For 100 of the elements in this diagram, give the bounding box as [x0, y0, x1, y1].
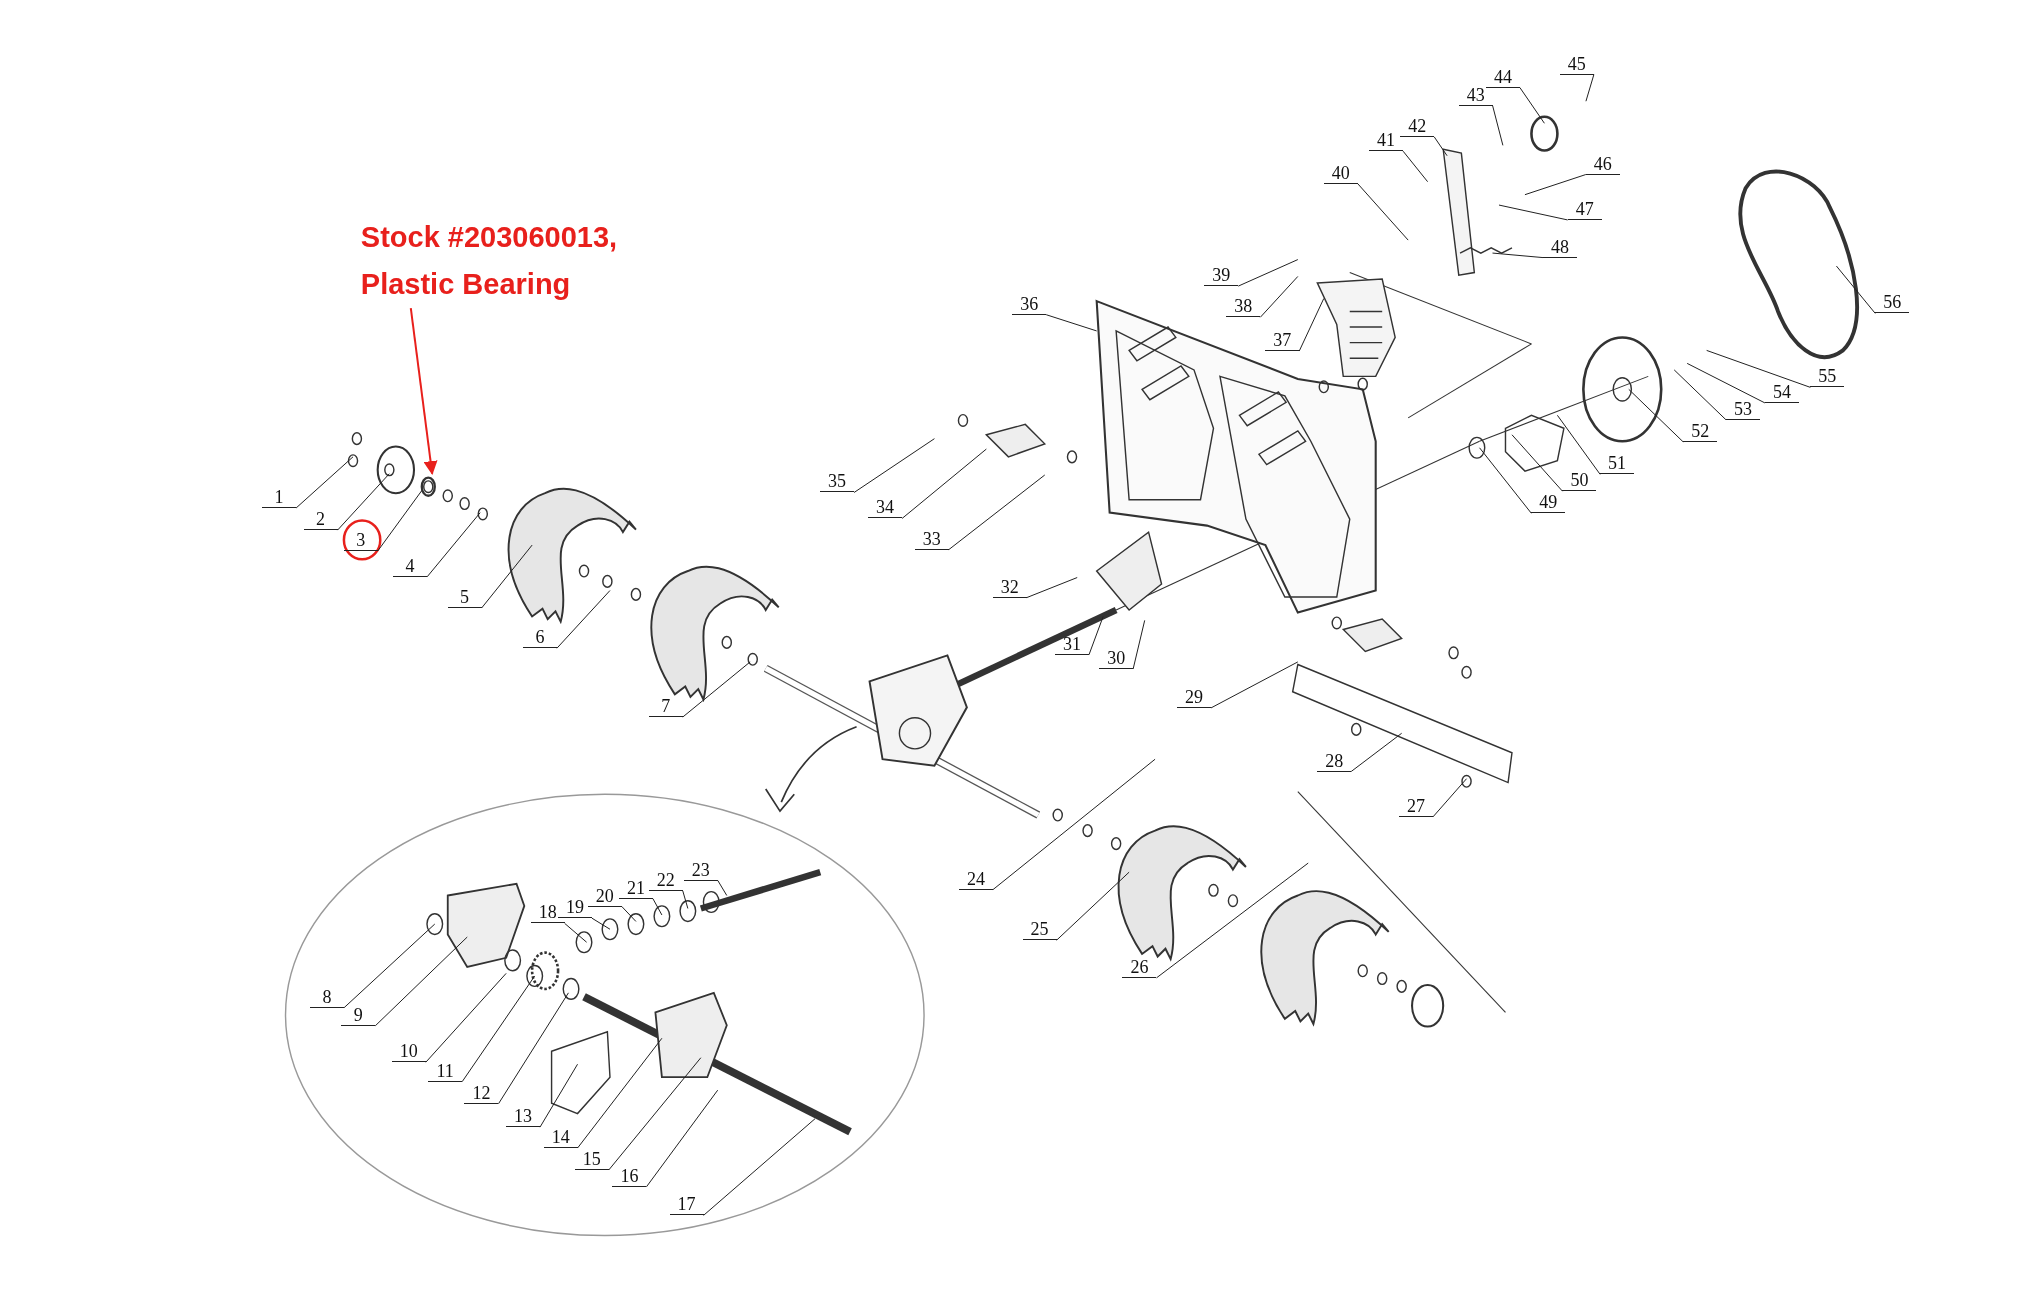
leader-line: [1432, 778, 1468, 818]
leader-line: [1433, 136, 1448, 157]
leader-line: [1237, 259, 1299, 287]
callout-number: 5: [447, 586, 482, 608]
leader-line: [556, 590, 611, 649]
leader-line: [1045, 314, 1098, 332]
leader-line: [1479, 447, 1532, 514]
callout-number: 22: [648, 868, 683, 891]
callout-number: 13: [506, 1105, 540, 1128]
leader-line: [374, 936, 468, 1027]
leader-line: [621, 906, 637, 922]
leader-line: [1498, 204, 1569, 221]
leader-line: [1686, 362, 1766, 404]
callout-number: 7: [648, 695, 683, 717]
callout-number: 27: [1398, 794, 1433, 817]
leader-line: [1585, 74, 1595, 102]
callout-number: 35: [820, 470, 855, 493]
callout-number: 3: [343, 528, 378, 551]
leader-line: [1156, 862, 1309, 979]
leader-line: [1350, 732, 1403, 773]
callout-number: 36: [1012, 292, 1047, 315]
leader-line: [564, 922, 588, 943]
leader-line: [377, 490, 423, 552]
leader-line: [1556, 414, 1601, 475]
callout-number: 46: [1585, 152, 1620, 175]
leader-line: [682, 661, 751, 718]
leader-line: [1519, 87, 1545, 124]
callout-number: 30: [1099, 647, 1134, 669]
leader-line: [901, 448, 987, 519]
callout-number: 10: [391, 1040, 426, 1063]
leader-line: [425, 972, 507, 1063]
leader-line: [426, 512, 481, 578]
leader-line: [1524, 174, 1587, 196]
callout-number: 25: [1022, 918, 1057, 941]
leader-line: [1628, 388, 1684, 443]
callout-number: 44: [1485, 65, 1520, 88]
callout-number: 1: [262, 486, 297, 509]
callout-number: 19: [557, 896, 592, 919]
leader-line: [652, 898, 663, 916]
leader-line: [1492, 252, 1544, 259]
callout-number: 4: [393, 554, 428, 577]
leader-line: [1298, 298, 1325, 352]
leader-line: [1511, 434, 1563, 492]
callout-number: 16: [612, 1164, 647, 1187]
callout-number: 48: [1543, 235, 1577, 258]
callout-number: 20: [587, 884, 622, 907]
callout-number: 40: [1323, 161, 1358, 184]
annotation-text: Stock #203060013, Plastic Bearing: [360, 214, 691, 309]
leader-line: [1835, 265, 1876, 314]
callout-number: 52: [1683, 419, 1718, 442]
callout-number: 55: [1810, 365, 1845, 388]
callout-number: 8: [310, 985, 345, 1008]
leader-line: [948, 474, 1046, 551]
leader-line: [992, 758, 1156, 891]
leader-line: [645, 1089, 719, 1188]
leader-line: [461, 975, 536, 1083]
callout-number: 34: [868, 496, 903, 519]
leader-line: [498, 992, 569, 1105]
leader-line: [717, 880, 728, 896]
callout-number: 45: [1559, 52, 1594, 75]
leader-line: [1056, 871, 1130, 941]
leader-line: [1088, 615, 1104, 656]
callout-number: 9: [341, 1003, 376, 1026]
callout-number: 21: [618, 876, 653, 899]
leader-line: [1673, 369, 1727, 421]
callout-number: 53: [1726, 397, 1760, 420]
callout-number: 49: [1531, 491, 1566, 514]
callout-number: 41: [1369, 129, 1404, 152]
callout-number: 33: [914, 527, 949, 550]
callout-number: 37: [1265, 329, 1300, 352]
callout-number: 31: [1055, 632, 1089, 655]
leader-line: [1259, 275, 1299, 318]
leader-line: [1132, 619, 1146, 670]
leader-line: [577, 1037, 663, 1149]
leader-line: [1210, 661, 1299, 709]
leader-line: [481, 544, 533, 609]
leader-line: [1492, 105, 1504, 146]
leader-line: [1026, 577, 1078, 599]
callout-number: 51: [1600, 452, 1635, 475]
callout-number: 18: [530, 901, 565, 924]
pointer-arrow: [409, 307, 438, 476]
leader-line: [591, 917, 611, 930]
callout-number: 23: [683, 858, 718, 881]
callout-number: 50: [1562, 469, 1597, 492]
callout-number: 26: [1122, 955, 1157, 978]
callout-number: 14: [543, 1125, 578, 1148]
leader-line: [343, 923, 436, 1009]
callout-number: 29: [1177, 685, 1211, 708]
callout-number: 32: [992, 575, 1027, 598]
leader-line: [1357, 183, 1409, 241]
leader-line: [337, 473, 390, 531]
callout-number: 47: [1567, 197, 1602, 220]
callout-number: 6: [522, 626, 557, 649]
callout-number: 12: [464, 1081, 499, 1104]
leader-line: [682, 890, 689, 909]
callout-number: 38: [1226, 295, 1261, 318]
leader-line: [295, 456, 354, 509]
leader-line: [539, 1063, 579, 1128]
leader-line: [1706, 349, 1811, 388]
callout-number: 43: [1458, 83, 1493, 106]
